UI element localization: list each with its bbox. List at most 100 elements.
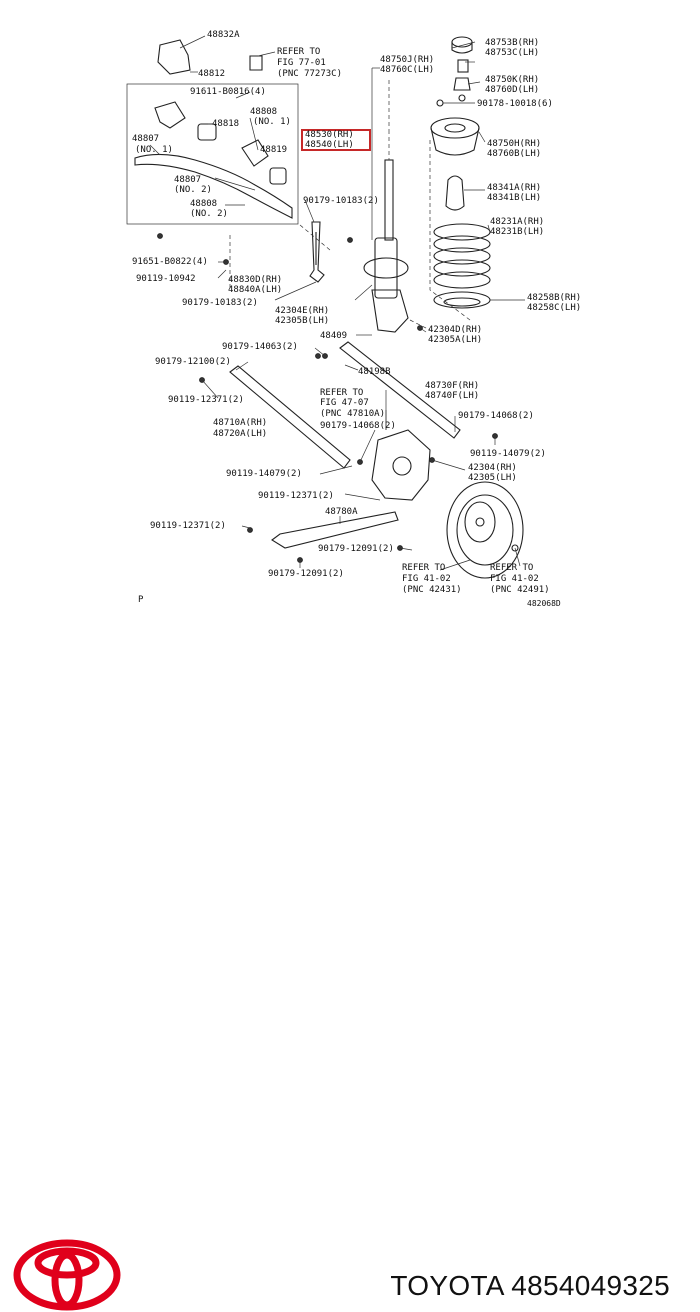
- lower-arm-48710a: [229, 365, 351, 469]
- label-48812: 48812: [198, 69, 225, 79]
- strut-mount-48750h: [430, 117, 480, 139]
- bump-stopper-48341a: [445, 175, 465, 211]
- part-48832a: [157, 39, 191, 75]
- label-ref-fig41a-line2: FIG 41-02: [402, 574, 451, 584]
- label-91611: 91611-B0816(4): [190, 87, 266, 97]
- label-48750j: 48750J(RH): [380, 55, 434, 65]
- label-48231a: 48231A(RH): [490, 217, 544, 227]
- label-42304: 42304(RH): [468, 463, 517, 473]
- label-48807-top: 48807: [132, 134, 159, 144]
- label-ref-fig47-line1: REFER TO: [320, 388, 363, 398]
- stabilizer-link: [309, 221, 325, 283]
- label-90179-14068-b: 90179-14068(2): [320, 421, 396, 431]
- part-number-caption: TOYOTA 4854049325: [390, 1270, 670, 1301]
- leader-lines: [149, 35, 525, 571]
- footer: TOYOTA 4854049325: [0, 620, 700, 1311]
- bushing-48750k: [453, 77, 471, 91]
- label-48753c: 48753C(LH): [485, 48, 539, 58]
- spring-seat-lower: [363, 257, 409, 279]
- label-ref-fig77-line3: (PNC 77273C): [277, 69, 342, 79]
- stabilizer-bracket-1: [154, 101, 186, 129]
- shock-absorber-body: [374, 237, 398, 299]
- label-48750h: 48750H(RH): [487, 139, 541, 149]
- label-48819: 48819: [260, 145, 287, 155]
- stabilizer-bar: [134, 153, 293, 219]
- part-labels: 48832A REFER TO FIG 77-01 (PNC 77273C) 4…: [132, 30, 581, 608]
- label-48710a: 48710A(RH): [213, 418, 267, 428]
- stabilizer-group-box: [126, 83, 299, 225]
- label-90119-12371-c: 90119-12371(2): [150, 521, 226, 531]
- arm-48780a: [271, 511, 399, 549]
- label-48808-top-no: (NO. 1): [253, 117, 291, 127]
- brake-disc: [446, 481, 524, 579]
- label-90119-12371-a: 90119-12371(2): [168, 395, 244, 405]
- toyota-logo-icon: [13, 1239, 121, 1311]
- label-90119-10942: 90119-10942: [136, 274, 196, 284]
- label-90179-10183-a: 90179-10183(2): [303, 196, 379, 206]
- label-ref-fig41b-line1: REFER TO: [490, 563, 533, 573]
- label-48341b: 48341B(LH): [487, 193, 541, 203]
- label-48840a: 48840A(LH): [228, 285, 282, 295]
- label-90179-10183-b: 90179-10183(2): [182, 298, 258, 308]
- label-ref-fig41a-line1: REFER TO: [402, 563, 445, 573]
- label-48540: 48540(LH): [305, 140, 354, 150]
- strut-bracket: [371, 289, 409, 333]
- label-48231b: 48231B(LH): [490, 227, 544, 237]
- label-48740f: 48740F(LH): [425, 391, 479, 401]
- label-ref-fig41b-line3: (PNC 42491): [490, 585, 550, 595]
- label-42305b: 42305B(LH): [275, 316, 329, 326]
- coil-spring-48231a: [433, 223, 491, 289]
- label-90119-14079-a: 90119-14079(2): [470, 449, 546, 459]
- label-48760b: 48760B(LH): [487, 149, 541, 159]
- label-ref-fig47-line2: FIG 47-07: [320, 398, 369, 408]
- label-48750k: 48750K(RH): [485, 75, 539, 85]
- label-90119-14079-b: 90119-14079(2): [226, 469, 302, 479]
- label-42305: 42305(LH): [468, 473, 517, 483]
- label-48258b: 48258B(RH): [527, 293, 581, 303]
- part-48812: [249, 55, 263, 71]
- label-ref-fig41b-line2: FIG 41-02: [490, 574, 539, 584]
- upper-arm-48730f: [339, 341, 461, 439]
- label-90179-12091-a: 90179-12091(2): [318, 544, 394, 554]
- label-48760d: 48760D(LH): [485, 85, 539, 95]
- nut-48750j: [457, 59, 469, 73]
- label-ref-fig77-line1: REFER TO: [277, 47, 320, 57]
- highlight-box: [301, 129, 371, 151]
- label-48808-bot-no: (NO. 2): [190, 209, 228, 219]
- stabilizer-bushing-1: [197, 123, 217, 141]
- label-drawing-number: 482068D: [527, 599, 561, 608]
- stabilizer-bracket-2: [241, 139, 269, 167]
- label-42304e: 42304E(RH): [275, 306, 329, 316]
- label-90179-12100: 90179-12100(2): [155, 357, 231, 367]
- label-48753b: 48753B(RH): [485, 38, 539, 48]
- label-48780a: 48780A: [325, 507, 358, 517]
- label-48720a: 48720A(LH): [213, 429, 267, 439]
- label-48807-top-no: (NO. 1): [135, 145, 173, 155]
- label-48832a: 48832A: [207, 30, 240, 40]
- label-48808-top: 48808: [250, 107, 277, 117]
- label-90119-12371-b: 90119-12371(2): [258, 491, 334, 501]
- label-48808-bot: 48808: [190, 199, 217, 209]
- label-48818: 48818: [212, 119, 239, 129]
- label-90179-14068-a: 90179-14068(2): [458, 411, 534, 421]
- label-90179-14063: 90179-14063(2): [222, 342, 298, 352]
- label-48807-bot-no: (NO. 2): [174, 185, 212, 195]
- label-48730f: 48730F(RH): [425, 381, 479, 391]
- label-48807-bot: 48807: [174, 175, 201, 185]
- label-48258c: 48258C(LH): [527, 303, 581, 313]
- label-90179-12091-b: 90179-12091(2): [268, 569, 344, 579]
- nut-90178: [436, 99, 444, 107]
- label-48198b: 48198B: [358, 367, 391, 377]
- label-48530: 48530(RH): [305, 130, 354, 140]
- label-p: P: [138, 595, 144, 605]
- label-ref-fig41a-line3: (PNC 42431): [402, 585, 462, 595]
- label-91651: 91651-B0822(4): [132, 257, 208, 267]
- label-48341a: 48341A(RH): [487, 183, 541, 193]
- label-48830d: 48830D(RH): [228, 275, 282, 285]
- label-48409: 48409: [320, 331, 347, 341]
- label-90178: 90178-10018(6): [477, 99, 553, 109]
- label-48760c: 48760C(LH): [380, 65, 434, 75]
- label-ref-fig77-line2: FIG 77-01: [277, 58, 326, 68]
- rear-axle-carrier: [371, 429, 431, 501]
- stabilizer-bushing-2: [269, 167, 287, 185]
